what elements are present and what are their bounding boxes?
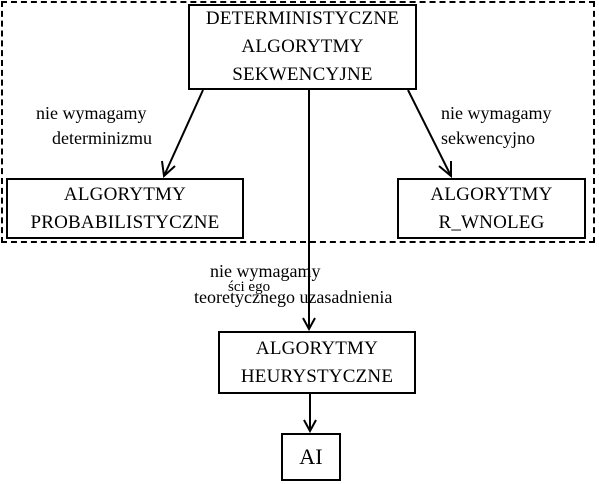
box-ai: AI xyxy=(281,433,341,481)
box-deterministic-sequential: DETERMINISTYCZNE ALGORYTMY SEKWENCYJNE xyxy=(188,4,417,90)
deterministic-group-frame xyxy=(1,1,595,243)
label-right-line-2: sekwencyjno xyxy=(441,128,535,148)
box-parallel-line-2: R_WNOLEG xyxy=(438,211,545,233)
label-middle-line-3: teoretycznego uzasadnienia xyxy=(194,287,393,307)
box-deterministic-line-2: ALGORYTMY xyxy=(241,36,364,57)
box-probabilistic-line-2: PROBABILISTYCZNE xyxy=(30,211,220,233)
box-deterministic-line-3: SEKWENCYJNE xyxy=(232,64,373,85)
label-middle-line-1: nie wymagamy xyxy=(210,261,321,281)
arrow-to-probabilistic xyxy=(163,89,204,177)
label-left-line-1: nie wymagamy xyxy=(36,103,147,123)
box-ai-label: AI xyxy=(299,444,323,469)
label-right-line-1: nie wymagamy xyxy=(441,103,552,123)
box-probabilistic-line-1: ALGORYTMY xyxy=(63,183,187,205)
box-heuristic-line-2: HEURYSTYCZNE xyxy=(240,365,394,387)
box-deterministic-line-1: DETERMINISTYCZNE xyxy=(205,8,400,29)
arrowhead-to-parallel xyxy=(438,161,452,179)
arrowhead-to-ai xyxy=(303,419,317,434)
box-heuristic-line-1: ALGORYTMY xyxy=(255,337,379,359)
box-parallel-line-1: ALGORYTMY xyxy=(430,183,553,205)
box-probabilistic: ALGORYTMY PROBABILISTYCZNE xyxy=(6,178,244,239)
box-parallel: ALGORYTMY R_WNOLEG xyxy=(397,178,586,239)
label-middle-line-2: ści ego xyxy=(228,279,271,295)
box-heuristic: ALGORYTMY HEURYSTYCZNE xyxy=(218,331,416,394)
label-left-line-2: determinizmu xyxy=(52,128,152,148)
arrow-to-parallel xyxy=(407,89,452,177)
arrowhead-to-heuristic xyxy=(302,317,316,332)
arrowhead-to-probabilistic xyxy=(161,160,176,179)
